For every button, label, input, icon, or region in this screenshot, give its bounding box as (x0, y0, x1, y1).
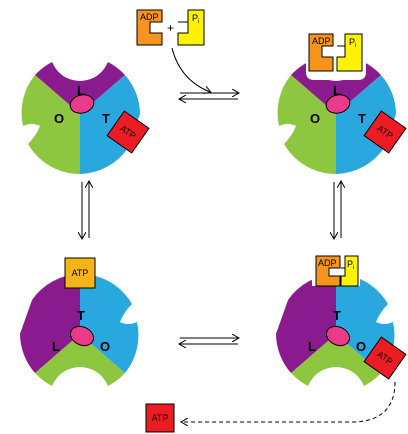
site-label-L: L (52, 339, 60, 354)
equilibrium-arrows-bottom (180, 338, 238, 344)
subunit-blue (80, 75, 140, 174)
site-label-O: O (54, 111, 64, 126)
gamma-shaft (69, 325, 95, 347)
subunit-blue (336, 75, 396, 174)
subunit-green (21, 75, 80, 175)
plus-sign: + (167, 21, 174, 35)
svg-text:Pi: Pi (349, 37, 356, 49)
gamma-shaft (325, 325, 351, 347)
svg-text:ATP: ATP (152, 413, 169, 423)
atp-release-arrow (182, 381, 396, 422)
site-label-T: T (358, 111, 366, 126)
site-label-O: O (100, 339, 110, 354)
svg-text:ADP: ADP (318, 258, 337, 268)
gamma-shaft (325, 94, 351, 114)
site-label-T: T (333, 308, 341, 323)
subunit-blue (20, 274, 80, 373)
subunit-purple (35, 334, 125, 386)
bound-adp-pi-top-right: ADP Pi (306, 33, 366, 80)
atp-top-right: ATP (363, 110, 407, 154)
subunit-purple (291, 334, 381, 386)
state-bottom-left-labels: T L O (52, 308, 110, 354)
pi-reactant-label: Pi (192, 13, 199, 25)
subunit-purple (35, 62, 125, 114)
atp-bottom-right: ATP (363, 336, 407, 380)
site-label-O: O (310, 111, 320, 126)
gamma-shaft (69, 94, 95, 114)
atp-top-left: ATP (106, 110, 150, 154)
bound-adp-pi-bottom-right: ADP Pi (312, 252, 360, 287)
adp-reactant-label: ADP (140, 12, 159, 22)
state-bottom-right-labels: T L O (308, 308, 366, 354)
equilibrium-arrows-left (82, 182, 89, 238)
pi-reactant: Pi (177, 9, 205, 46)
released-atp: ATP (145, 403, 175, 433)
atp-bottom-left: ATP (64, 257, 96, 289)
equilibrium-arrows-right (334, 182, 341, 238)
site-label-O: O (356, 339, 366, 354)
site-label-L: L (333, 83, 341, 98)
subunit-green (277, 75, 336, 175)
svg-text:ATP: ATP (72, 268, 89, 278)
svg-text:ADP: ADP (312, 36, 331, 46)
site-label-T: T (77, 308, 85, 323)
svg-text:Pi: Pi (347, 259, 354, 271)
reactant-entry-arrow (171, 47, 210, 92)
site-label-T: T (102, 111, 110, 126)
equilibrium-arrows-top (180, 93, 238, 99)
state-top-left: L O T (21, 62, 140, 175)
subunit-blue (276, 274, 336, 373)
site-label-L: L (308, 339, 316, 354)
subunit-green (80, 274, 139, 373)
adp-reactant: ADP (136, 9, 163, 46)
site-label-L: L (77, 83, 85, 98)
state-bottom-left (20, 274, 139, 386)
